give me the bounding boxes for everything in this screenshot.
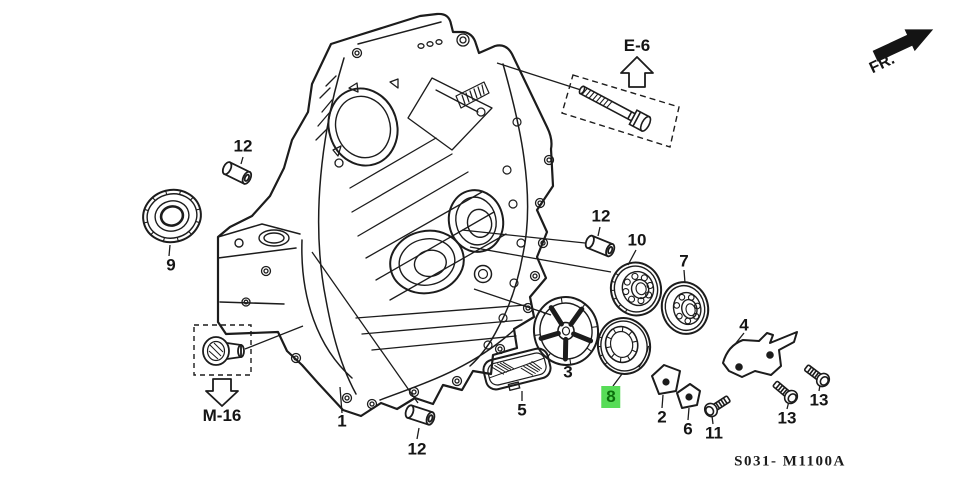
part-callout-5[interactable]: 5 [517,400,527,420]
part-callout-13[interactable]: 13 [777,408,797,428]
plate-part-6 [676,383,701,409]
e6-arrow-up-icon [620,56,654,88]
bolt-part-13b [801,361,833,390]
dowel-pin-12-upper [220,159,254,187]
part-callout-4[interactable]: 4 [739,315,749,335]
part-callout-13[interactable]: 13 [809,390,829,410]
bolt-part-11 [701,392,734,420]
part-callout-6[interactable]: 6 [683,419,693,439]
m16-sensor-part [202,336,245,366]
bracket-part-4 [722,331,798,378]
oil-seal-part-9 [142,188,202,244]
part-callout-7[interactable]: 7 [679,251,689,271]
part-callout-8[interactable]: 8 [601,386,621,408]
figure-code: S031- M1100A [734,453,846,470]
spoked-wheel-part-3 [532,296,600,366]
dowel-pin-12-lower [403,403,437,427]
set-plate-part-5 [482,347,552,392]
fr-direction-arrow-icon [872,29,934,62]
e6-mounting-bolt [578,85,652,132]
clutch-case-illustration [216,12,555,418]
m16-dashed-box [193,324,252,376]
part-callout-12[interactable]: 12 [407,439,427,459]
leader-lines [168,62,821,440]
m16-arrow-down-icon [205,378,239,407]
part-callout-9[interactable]: 9 [166,255,176,275]
ball-bearing-part-10 [609,261,663,317]
e6-dashed-box [561,74,680,148]
part-callout-12[interactable]: 12 [233,136,253,156]
part-callout-1[interactable]: 1 [337,411,347,431]
plate-part-2 [651,364,681,395]
part-callout-3[interactable]: 3 [563,362,573,382]
section-ref-e6[interactable]: E-6 [623,36,651,55]
part-callout-12[interactable]: 12 [591,206,611,226]
part-callout-2[interactable]: 2 [657,407,667,427]
ball-bearing-part-7 [660,281,710,335]
dowel-pin-12-middle [583,233,617,259]
bolt-part-13a [769,377,801,407]
part-callout-11[interactable]: 11 [705,423,723,443]
needle-bearing-part-8 [596,317,652,375]
section-ref-m16[interactable]: M-16 [202,406,242,425]
part-callout-10[interactable]: 10 [627,230,647,250]
